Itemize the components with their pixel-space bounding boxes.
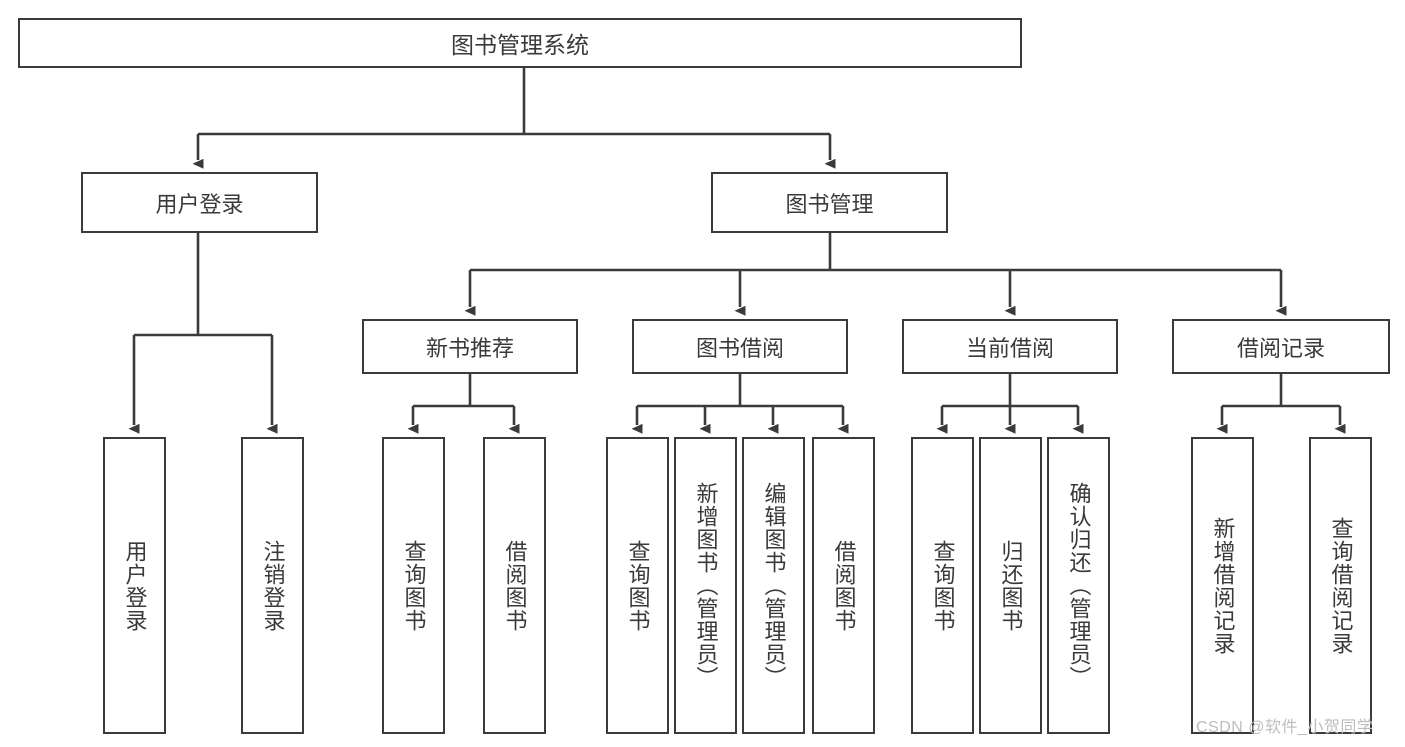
node-label: 用户登录 [122,539,148,632]
node-label: 查询图书 [401,539,427,632]
csdn-watermark: CSDN @软件_小贺同学 [1196,719,1374,736]
node-label: 借阅记录 [1236,335,1325,361]
node-label: 图书管理系统 [451,32,589,58]
node-label: 新增借阅记录 [1210,516,1236,655]
node-label: 图书借阅 [695,335,784,361]
node-label: 归还图书 [998,539,1024,632]
node-label: 编辑图书（管理员） [761,482,787,689]
leaf-user-login-login[interactable]: 用户登录 [103,437,166,734]
node-book-management[interactable]: 图书管理 [711,172,948,233]
node-book-borrow[interactable]: 图书借阅 [632,319,848,374]
leaf-record-add-record[interactable]: 新增借阅记录 [1191,437,1254,734]
leaf-record-query-record[interactable]: 查询借阅记录 [1309,437,1372,734]
node-new-book-recommend[interactable]: 新书推荐 [362,319,578,374]
node-label: 新增图书（管理员） [693,482,719,689]
leaf-recommend-borrow-book[interactable]: 借阅图书 [483,437,546,734]
node-user-login[interactable]: 用户登录 [81,172,318,233]
leaf-current-confirm-return-admin[interactable]: 确认归还（管理员） [1047,437,1110,734]
node-borrow-record[interactable]: 借阅记录 [1172,319,1390,374]
node-label: 注销登录 [260,539,286,632]
node-label: 查询借阅记录 [1328,516,1354,655]
node-label: 借阅图书 [502,539,528,632]
leaf-borrow-add-book-admin[interactable]: 新增图书（管理员） [674,437,737,734]
node-label: 图书管理 [785,191,874,217]
node-label: 用户登录 [155,191,244,217]
leaf-borrow-borrow-book[interactable]: 借阅图书 [812,437,875,734]
leaf-user-login-logout[interactable]: 注销登录 [241,437,304,734]
leaf-borrow-query-book[interactable]: 查询图书 [606,437,669,734]
node-current-borrow[interactable]: 当前借阅 [902,319,1118,374]
node-root-system[interactable]: 图书管理系统 [18,18,1022,68]
node-label: 借阅图书 [831,539,857,632]
leaf-recommend-query-book[interactable]: 查询图书 [382,437,445,734]
node-label: 查询图书 [625,539,651,632]
leaf-borrow-edit-book-admin[interactable]: 编辑图书（管理员） [742,437,805,734]
node-label: 确认归还（管理员） [1066,482,1092,689]
leaf-current-return-book[interactable]: 归还图书 [979,437,1042,734]
node-label: 查询图书 [930,539,956,632]
node-label: 当前借阅 [965,335,1054,361]
node-label: 新书推荐 [425,335,514,361]
leaf-current-query-book[interactable]: 查询图书 [911,437,974,734]
